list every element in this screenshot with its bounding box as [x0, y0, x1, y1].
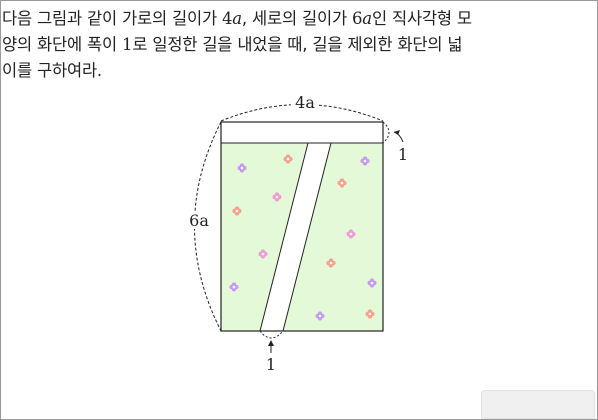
- arrow-head-icon: [268, 340, 274, 346]
- math-number: 6: [351, 9, 363, 28]
- top-path-width-arc: [382, 121, 390, 144]
- text-segment: , 세로의 길이가: [241, 9, 352, 28]
- bottom-path-width-label: 1: [266, 355, 276, 374]
- width-label: 4a: [295, 93, 315, 112]
- corner-button[interactable]: [481, 390, 595, 419]
- problem-line-2: 양의 화단에 폭이 1로 일정한 길을 내었을 때, 길을 제외한 화단의 넓: [2, 32, 594, 58]
- top-path-width-label: 1: [398, 145, 408, 164]
- problem-line-3: 이를 구하여라.: [2, 61, 102, 80]
- width-dimension-arc: [220, 104, 384, 122]
- math-variable: a: [232, 9, 242, 28]
- text-segment: 인 직사각형 모: [371, 9, 472, 28]
- bottom-path-width-arc: [259, 330, 284, 339]
- arrow-head-icon: [394, 130, 400, 135]
- math-variable: a: [362, 9, 372, 28]
- horizontal-path: [220, 121, 384, 144]
- text-segment: 양의 화단에 폭이: [2, 35, 122, 54]
- math-number: 1: [122, 35, 133, 54]
- height-label: 6a: [189, 211, 209, 230]
- text-segment: 다음 그림과 같이 가로의 길이가: [2, 9, 222, 28]
- problem-line-1: 다음 그림과 같이 가로의 길이가 4a, 세로의 길이가 6a인 직사각형 모: [2, 6, 594, 32]
- garden-border: [220, 121, 384, 332]
- math-number: 4: [221, 9, 233, 28]
- problem-text: 다음 그림과 같이 가로의 길이가 4a, 세로의 길이가 6a인 직사각형 모…: [2, 6, 594, 84]
- label-mask: [186, 211, 214, 229]
- label-mask: [291, 94, 319, 110]
- text-segment: 로 일정한 길을 내었을 때, 길을 제외한 화단의 넓: [132, 35, 463, 54]
